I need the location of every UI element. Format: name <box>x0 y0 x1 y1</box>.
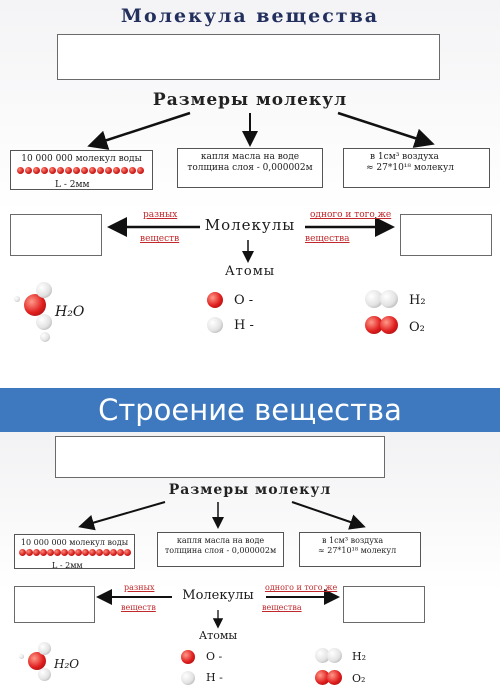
right-arrow-label-1: одного и того же <box>265 583 338 592</box>
air-line-1: в 1см³ воздуха <box>322 536 384 545</box>
water-molecule-icon <box>10 282 52 348</box>
water-molecule-bead <box>75 549 82 556</box>
oil-drop-box: капля масла на воде толщина слоя - 0,000… <box>157 532 284 567</box>
oil-drop-box: капля масла на воде толщина слоя - 0,000… <box>177 148 323 188</box>
air-box: в 1см³ воздуха ≈ 27*10¹⁸ молекул <box>343 148 490 188</box>
left-arrow-label-2: веществ <box>140 234 180 244</box>
water-molecule-bead <box>25 167 32 174</box>
water-length-label: L - 2мм <box>55 180 90 190</box>
empty-answer-box <box>400 214 492 256</box>
arrow-icon <box>291 501 366 530</box>
water-formula: H₂O <box>55 304 85 320</box>
water-molecule-bead <box>61 549 68 556</box>
atoms-label: Атомы <box>224 264 276 279</box>
water-molecule-bead <box>113 167 120 174</box>
water-molecule-bead <box>124 549 131 556</box>
water-molecule-bead <box>41 167 48 174</box>
legend-h2: H₂ <box>352 650 367 663</box>
water-box-title: 10 000 000 молекул воды <box>20 538 129 547</box>
oil-line-1: капля масла на воде <box>176 536 265 545</box>
molecules-label: Молекулы <box>204 216 296 234</box>
water-formula: H₂O <box>54 657 80 671</box>
air-line-2: ≈ 27*10¹⁸ молекул <box>366 163 454 173</box>
water-molecule-bead <box>81 167 88 174</box>
water-molecule-bead <box>103 549 110 556</box>
air-line-1: в 1см³ воздуха <box>370 152 439 162</box>
water-molecule-bead <box>129 167 136 174</box>
water-molecule-bead <box>17 167 24 174</box>
empty-answer-box <box>55 436 385 478</box>
right-arrow-label-2: вещества <box>262 603 302 612</box>
air-box: в 1см³ воздуха ≈ 27*10¹⁸ молекул <box>299 532 421 567</box>
h2-molecule-icon <box>315 648 345 663</box>
empty-answer-box <box>10 214 102 256</box>
oil-line-1: капля масла на воде <box>200 152 300 162</box>
water-molecule-bead <box>65 167 72 174</box>
left-arrow-label-1: разных <box>143 210 178 220</box>
water-molecule-bead <box>89 167 96 174</box>
arrow-icon <box>78 501 166 531</box>
legend-hydrogen: H - <box>234 318 254 333</box>
water-molecule-bead <box>33 167 40 174</box>
legend-oxygen: O - <box>206 650 223 663</box>
section-banner: Строение вещества <box>0 388 500 432</box>
water-molecule-bead <box>49 167 56 174</box>
oil-line-2: толщина слоя - 0,000002м <box>164 546 277 555</box>
water-molecule-bead <box>26 549 33 556</box>
legend-oxygen: O - <box>234 293 254 308</box>
legend-o2: O₂ <box>352 672 366 685</box>
arrow-icon <box>87 111 191 150</box>
water-molecule-bead <box>68 549 75 556</box>
water-molecule-bead <box>105 167 112 174</box>
sizes-title: Размеры молекул <box>152 90 348 110</box>
water-length-label: L - 2мм <box>52 561 83 570</box>
right-arrow-label-2: вещества <box>305 234 350 244</box>
o2-molecule-icon <box>365 316 401 334</box>
legend-h2: H₂ <box>409 293 426 308</box>
empty-answer-box <box>57 34 440 80</box>
sizes-title: Размеры молекул <box>168 482 332 498</box>
atoms-label: Атомы <box>198 629 238 642</box>
water-molecule-icon <box>16 642 51 694</box>
o2-molecule-icon <box>315 670 345 685</box>
left-arrow-label-2: веществ <box>121 603 156 612</box>
water-molecule-bead <box>47 549 54 556</box>
diagram-panel-top: Молекула вещества Размеры молекул 10 000… <box>0 0 500 388</box>
oxygen-atom-icon <box>207 292 223 308</box>
hydrogen-atom-icon <box>181 671 195 685</box>
arrow-icon <box>337 111 435 148</box>
water-molecule-bead <box>54 549 61 556</box>
left-arrow-label-1: разных <box>124 583 155 592</box>
water-molecule-bead <box>40 549 47 556</box>
hydrogen-atom-icon <box>207 317 223 333</box>
legend-o2: O₂ <box>409 320 425 335</box>
water-molecule-bead <box>110 549 117 556</box>
diagram-panel-bottom: Размеры молекул 10 000 000 молекул воды … <box>0 432 500 697</box>
oxygen-atom-icon <box>181 650 195 664</box>
water-molecule-bead <box>117 549 124 556</box>
water-molecule-bead <box>97 167 104 174</box>
water-molecule-bead <box>137 167 144 174</box>
water-box-title: 10 000 000 молекул воды <box>21 154 142 164</box>
h2-molecule-icon <box>365 290 401 308</box>
empty-answer-box <box>14 586 95 623</box>
water-molecule-bead <box>33 549 40 556</box>
water-molecule-bead <box>57 167 64 174</box>
water-molecule-bead <box>82 549 89 556</box>
water-molecule-bead <box>121 167 128 174</box>
molecules-label: Молекулы <box>182 588 254 603</box>
air-line-2: ≈ 27*10¹⁸ молекул <box>318 546 397 555</box>
oil-line-2: толщина слоя - 0,000002м <box>187 163 313 173</box>
water-molecule-bead <box>96 549 103 556</box>
diagram-title: Молекула вещества <box>120 5 380 27</box>
water-beads-row <box>17 167 144 174</box>
right-arrow-label-1: одного и того же <box>310 210 392 220</box>
water-beads-row <box>19 549 131 556</box>
water-molecule-bead <box>73 167 80 174</box>
water-molecule-bead <box>89 549 96 556</box>
legend-hydrogen: H - <box>206 671 223 684</box>
empty-answer-box <box>343 586 425 623</box>
water-molecule-bead <box>19 549 26 556</box>
